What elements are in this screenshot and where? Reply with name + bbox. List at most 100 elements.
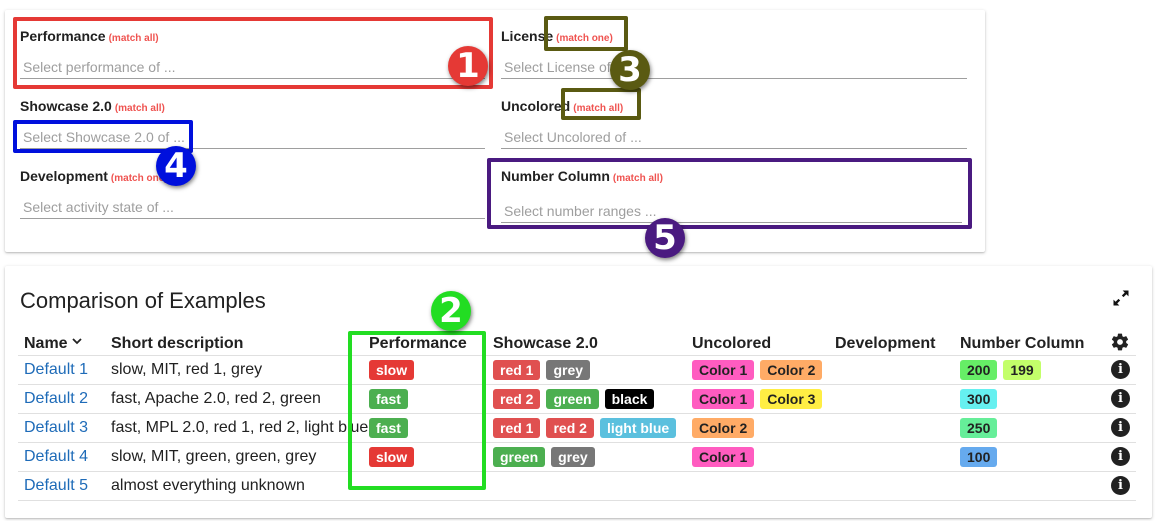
showcase-tag: red 2: [493, 388, 541, 409]
name-cell: Default 4: [18, 441, 105, 471]
example-link[interactable]: Default 1: [24, 360, 89, 378]
showcase-filter-input[interactable]: [20, 128, 485, 149]
annotation-box-2: [348, 331, 486, 490]
gear-icon[interactable]: [1110, 332, 1130, 352]
uncolored-tag: Color 3: [760, 388, 823, 409]
column-header-uncolored[interactable]: Uncolored: [692, 334, 772, 352]
column-header-description[interactable]: Short description: [111, 334, 244, 352]
info-icon[interactable]: i: [1111, 418, 1130, 437]
number-cell: 100: [954, 441, 1094, 471]
uncolored-filter-input[interactable]: [501, 128, 967, 149]
info-icon[interactable]: i: [1111, 360, 1130, 379]
annotation-number-4: 4: [156, 146, 196, 186]
number-tag: 200: [960, 359, 998, 380]
name-cell: Default 3: [18, 412, 105, 442]
uncolored-tag: Color 1: [692, 388, 755, 409]
number-tag: 100: [960, 446, 998, 467]
annotation-number-3: 3: [610, 50, 650, 90]
table-row: Default 1 slow, MIT, red 1, grey slow red 1…: [18, 354, 1136, 384]
description-cell: slow, MIT, red 1, grey: [105, 354, 363, 384]
perf-tag: slow: [369, 359, 415, 380]
perf-cell: slow: [363, 354, 487, 384]
development-filter-input[interactable]: [20, 198, 485, 219]
example-link[interactable]: Default 4: [24, 447, 89, 465]
examples-table: Name Short description Performance Showc…: [18, 329, 1136, 501]
filter-label: Showcase 2.0(match all): [20, 98, 165, 114]
annotation-box-3b: [561, 88, 641, 120]
examples-table-card: Comparison of Examples Name Short descri…: [5, 266, 1152, 518]
number-cell: 300: [954, 383, 1094, 413]
table-header-row: Name Short description Performance Showc…: [18, 329, 1136, 355]
name-cell: Default 1: [18, 354, 105, 384]
description-cell: fast, Apache 2.0, red 2, green: [105, 383, 363, 413]
info-icon[interactable]: i: [1111, 447, 1130, 466]
expand-icon[interactable]: [1111, 288, 1131, 308]
development-cell: [829, 441, 954, 471]
description-cell: slow, MIT, green, green, grey: [105, 441, 363, 471]
number-cell: 250: [954, 412, 1094, 442]
annotation-box-3a: [544, 16, 628, 51]
table-row: Default 2 fast, Apache 2.0, red 2, green f…: [18, 383, 1136, 413]
info-cell: i: [1094, 441, 1136, 471]
perf-cell: slow: [363, 441, 487, 471]
example-link[interactable]: Default 2: [24, 389, 89, 407]
development-cell: [829, 383, 954, 413]
name-cell: Default 2: [18, 383, 105, 413]
info-icon[interactable]: i: [1111, 389, 1130, 408]
description-cell: almost everything unknown: [105, 470, 363, 501]
showcase-tag: grey: [546, 359, 591, 380]
annotation-number-2: 2: [431, 291, 471, 331]
info-cell: i: [1094, 383, 1136, 413]
development-cell: [829, 412, 954, 442]
column-header-name[interactable]: Name: [18, 329, 105, 355]
column-settings: [1094, 329, 1136, 355]
annotation-box-1: [13, 17, 493, 89]
column-header-showcase[interactable]: Showcase 2.0: [493, 334, 598, 352]
uncolored-cell: Color 1: [686, 441, 829, 471]
uncolored-cell: [686, 470, 829, 501]
info-icon[interactable]: i: [1111, 476, 1130, 495]
performance-filter-input[interactable]: [20, 58, 485, 79]
number-tag: 250: [960, 417, 998, 438]
uncolored-tag: Color 1: [692, 446, 755, 467]
table-title: Comparison of Examples: [20, 288, 266, 313]
showcase-tag: red 2: [546, 417, 594, 438]
annotation-number-5: 5: [645, 218, 685, 258]
uncolored-cell: Color 2: [686, 412, 829, 442]
annotation-number-1: 1: [448, 46, 488, 86]
chevron-down-icon: [71, 337, 82, 344]
perf-tag: fast: [369, 388, 408, 409]
development-cell: [829, 470, 954, 501]
info-cell: i: [1094, 354, 1136, 384]
perf-cell: [363, 470, 487, 501]
example-link[interactable]: Default 5: [24, 476, 89, 494]
column-header-number[interactable]: Number Column: [960, 334, 1085, 352]
uncolored-tag: Color 1: [692, 359, 755, 380]
license-filter-input[interactable]: [501, 58, 967, 79]
column-header-development[interactable]: Development: [835, 334, 936, 352]
filter-panel: Performance(match all) License(match one…: [5, 10, 985, 252]
showcase-tag: green: [546, 388, 599, 409]
showcase-tag: red 1: [493, 359, 541, 380]
number-filter-input[interactable]: [501, 202, 962, 223]
column-header-performance[interactable]: Performance: [369, 334, 467, 352]
example-link[interactable]: Default 3: [24, 418, 89, 436]
perf-tag: fast: [369, 417, 408, 438]
info-cell: i: [1094, 412, 1136, 442]
number-cell: [954, 470, 1094, 501]
number-tag: 199: [1003, 359, 1041, 380]
filter-label: Performance(match all): [20, 28, 159, 44]
name-cell: Default 5: [18, 470, 105, 501]
filter-label: Uncolored(match all): [501, 98, 624, 114]
perf-cell: fast: [363, 412, 487, 442]
showcase-tag: red 1: [493, 417, 541, 438]
